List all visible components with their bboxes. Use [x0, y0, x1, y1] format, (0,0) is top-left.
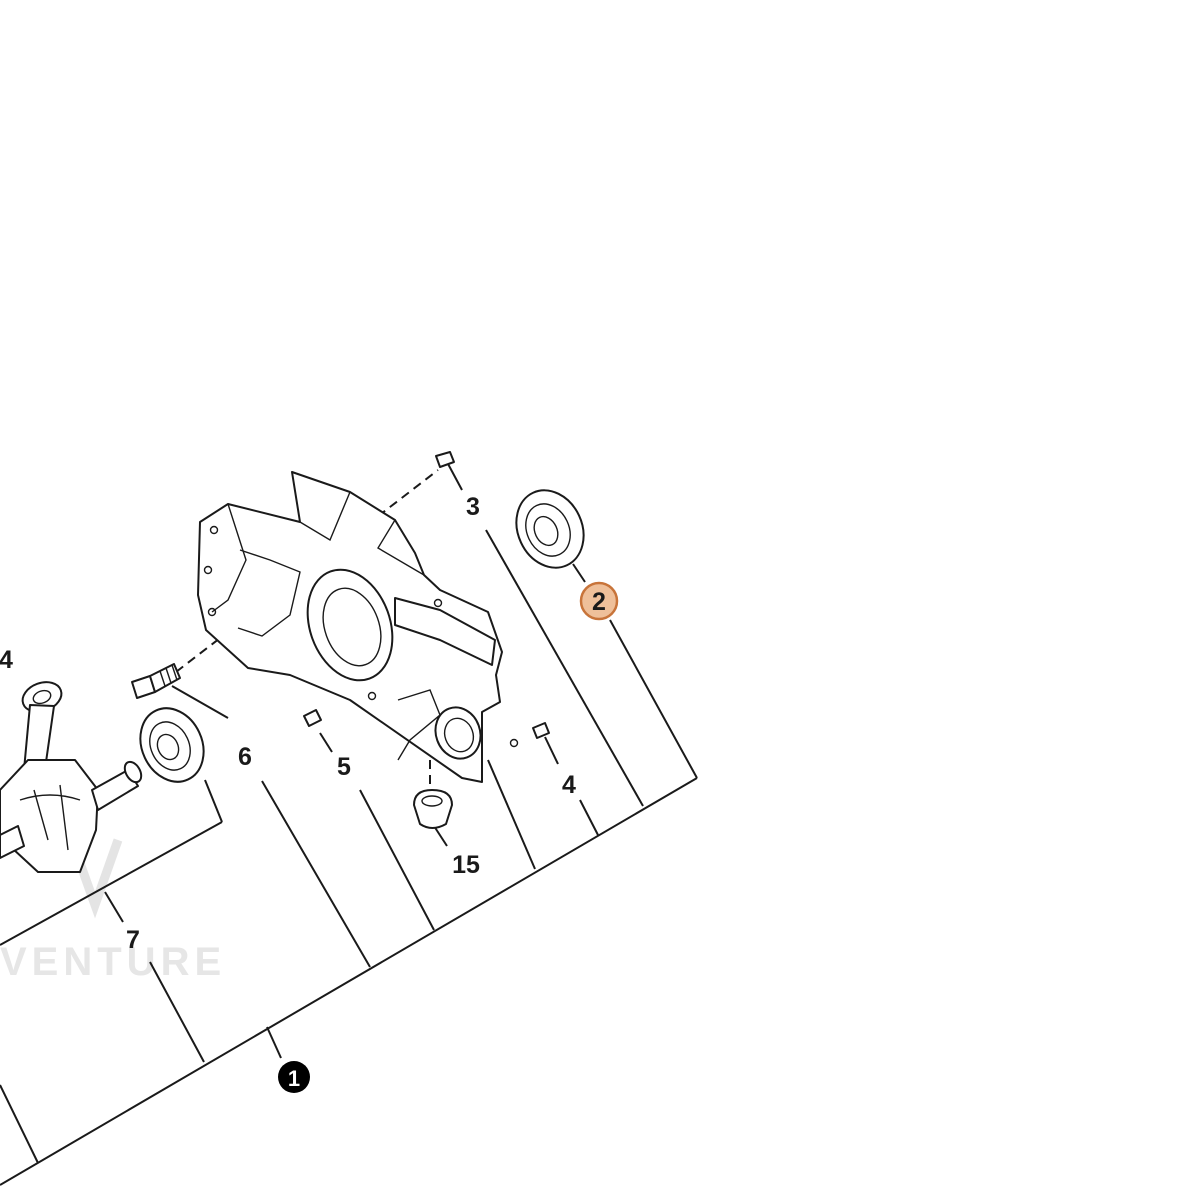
crank-web-detail — [19, 784, 81, 851]
callout-3: 3 — [466, 493, 480, 521]
ball-bearing-right — [515, 489, 585, 569]
leader-4-upper — [544, 736, 559, 765]
housing-hole-6 — [433, 598, 443, 608]
leader-4-lower — [579, 799, 599, 836]
housing-hole-4 — [367, 691, 377, 701]
bearing-left-outer-ring — [139, 707, 205, 783]
bearing-right-race — [525, 503, 571, 557]
assembly-badge[interactable] — [278, 1061, 310, 1093]
leader-2-lower — [609, 619, 698, 779]
housing-web — [397, 689, 441, 761]
leader-5-upper — [319, 732, 333, 753]
leader-3-lower — [485, 529, 644, 807]
crank-journal — [91, 769, 139, 811]
leader-6-upper — [171, 685, 229, 719]
housing-flange — [394, 597, 496, 666]
callout-6: 6 — [238, 743, 252, 771]
leader-1 — [266, 1026, 282, 1059]
pin-top — [435, 451, 455, 468]
callout-2: 2 — [592, 588, 606, 616]
leader-15 — [433, 825, 448, 847]
ball-bearing-left — [139, 707, 205, 783]
small-parts — [131, 451, 550, 829]
grommet-hole — [421, 795, 443, 807]
crank-web — [0, 759, 99, 873]
callout-4-right: 4 — [562, 771, 576, 799]
crankcase-housing — [197, 471, 519, 783]
housing-rib-top — [299, 491, 351, 542]
housing-pocket — [237, 549, 301, 637]
bearing-right-outer-ring — [515, 489, 585, 569]
callout-5: 5 — [337, 753, 351, 781]
bearing-left-race — [149, 721, 191, 771]
conrod-small-end-bore — [32, 689, 52, 705]
leader-5-lower — [359, 789, 435, 931]
housing-rib-left — [211, 503, 247, 613]
crank-stub — [0, 825, 25, 859]
leader-6-lower — [261, 780, 371, 968]
housing-rib-right — [377, 519, 425, 576]
housing-hole-2 — [203, 565, 213, 575]
grommet — [413, 789, 453, 829]
leader-3-upper — [446, 461, 463, 491]
dowel-pin — [303, 709, 322, 727]
leader-2-upper — [572, 563, 586, 583]
screw-thread — [159, 664, 178, 687]
callout-4-left: 4 — [0, 646, 13, 674]
secondary-bore — [434, 706, 482, 760]
housing-hole-1 — [209, 525, 219, 535]
watermark: VENTURE — [0, 833, 226, 984]
callouts: 3 4 4 5 6 7 15 2 1 — [0, 493, 619, 1093]
leader-7-upper — [104, 891, 124, 923]
leader-edge — [0, 1084, 39, 1164]
watermark-text: VENTURE — [0, 940, 226, 984]
bearing-right-bore — [533, 515, 559, 547]
bearing-left-bore — [156, 733, 180, 761]
bearing-seat-bore — [322, 587, 382, 667]
main-baseline — [0, 777, 698, 1186]
callout-7: 7 — [126, 926, 140, 954]
callout-15: 15 — [452, 851, 480, 879]
leader-7-lower — [149, 961, 205, 1063]
highlight-badge[interactable] — [579, 581, 619, 621]
housing-hole-3 — [207, 607, 217, 617]
crank-journal-end — [123, 760, 143, 784]
callout-1: 1 — [288, 1066, 300, 1091]
secondary-bore-inner — [443, 717, 475, 753]
housing-hole-5 — [509, 738, 519, 748]
callout-2-highlight[interactable]: 2 — [579, 581, 619, 621]
secondary-baseline — [0, 821, 223, 946]
callout-1-badge[interactable]: 1 — [278, 1061, 310, 1093]
leader-bearing-left — [204, 779, 223, 823]
pin-right — [532, 722, 550, 739]
leader-housing — [487, 759, 536, 870]
crankshaft-assembly — [0, 681, 143, 873]
